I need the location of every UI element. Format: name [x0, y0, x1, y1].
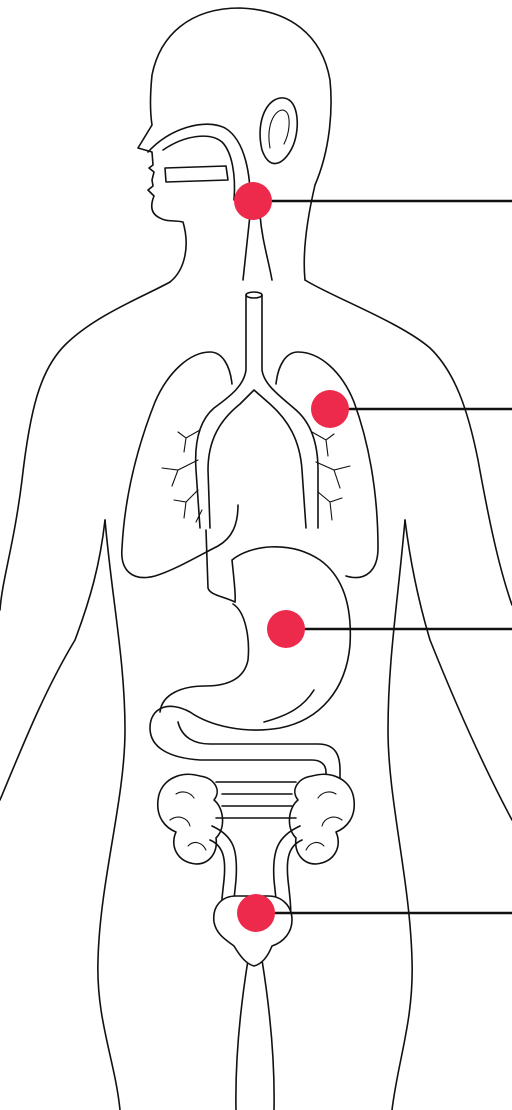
torso-left-outline — [0, 282, 170, 610]
left-arm-inner — [0, 520, 105, 800]
renal-vessels — [216, 782, 296, 818]
esophagus — [206, 530, 235, 602]
palate — [165, 166, 228, 182]
lungs — [122, 352, 378, 578]
left-lung — [122, 352, 238, 578]
left-leg-inner — [236, 960, 248, 1110]
trachea-top — [246, 292, 262, 298]
urinary-system — [158, 774, 355, 966]
digestive-tract — [150, 530, 350, 785]
stomach-marker[interactable] — [267, 610, 305, 648]
pharynx-back — [260, 215, 272, 280]
bronchi-inner — [208, 390, 306, 528]
ear-inner — [269, 110, 289, 148]
stomach-inner — [160, 604, 248, 712]
throat-marker[interactable] — [234, 182, 272, 220]
right-kidney — [289, 774, 354, 864]
trachea-bronchi — [196, 292, 318, 528]
right-lung — [276, 352, 378, 578]
ear-outline — [260, 98, 297, 164]
right-arm-inner — [405, 520, 512, 820]
torso-right-outline — [305, 280, 512, 605]
left-torso-side — [98, 520, 125, 1110]
trachea-left-wall — [196, 295, 246, 528]
left-kidney — [158, 774, 223, 864]
bladder-marker[interactable] — [237, 894, 275, 932]
stomach — [150, 547, 350, 785]
right-torso-side — [388, 520, 412, 1110]
lung-marker[interactable] — [311, 390, 349, 428]
right-leg-inner — [262, 960, 274, 1110]
head-outline — [138, 8, 331, 282]
trachea-right-wall — [262, 295, 318, 528]
